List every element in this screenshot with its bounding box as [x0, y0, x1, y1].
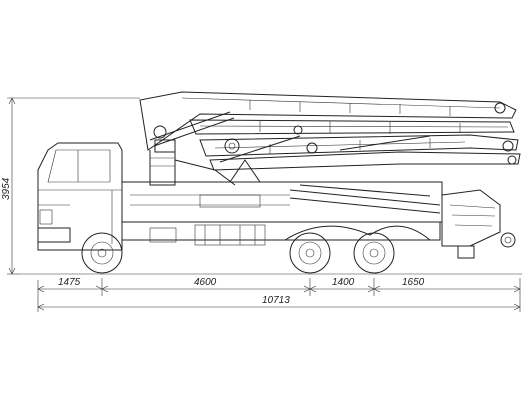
- truck-cab: [37, 142, 123, 251]
- dimension-lines: [7, 97, 521, 312]
- wheelbase-label: 4600: [194, 277, 217, 288]
- rear-wheel-1: [289, 232, 331, 274]
- cab-overhang-label: 1475: [58, 277, 81, 288]
- rear-wheel-2: [353, 232, 395, 274]
- rear-overhang-label: 1650: [402, 277, 425, 288]
- height-dimension-label: 3954: [1, 177, 12, 200]
- axle-spacing-label: 1400: [332, 277, 355, 288]
- dimension-labels: 3954 1475 4600 1400 1650 10713: [1, 177, 425, 306]
- front-wheel: [81, 232, 123, 274]
- boom-assembly: [139, 91, 521, 186]
- truck-chassis: [121, 159, 516, 259]
- total-length-label: 10713: [262, 295, 290, 306]
- wheels: [20, 232, 522, 275]
